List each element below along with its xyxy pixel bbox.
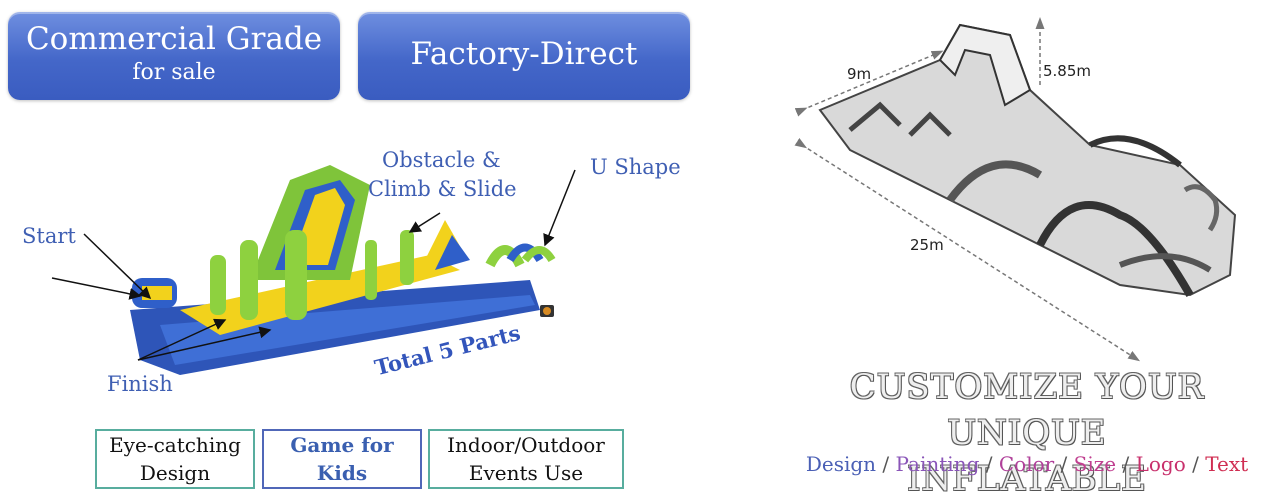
option-painting: Painting	[895, 452, 980, 476]
option-text: Text	[1205, 452, 1249, 476]
feature-label: Indoor/Outdoor Events Use	[447, 433, 605, 485]
start-arrow-2	[51, 277, 142, 300]
customize-line-2: INFLATABLE	[907, 459, 1147, 499]
obstacle-callout-line2: Climb & Slide	[368, 177, 517, 201]
u-shape-callout: U Shape	[590, 155, 681, 179]
callout-arrows	[51, 169, 576, 361]
obstacle-course-photo	[130, 165, 556, 375]
option-logo: Logo	[1135, 452, 1186, 476]
option-separator: /	[876, 452, 896, 476]
feature-label: Eye-catching Design	[109, 433, 241, 485]
u-shape-arrow	[543, 169, 576, 247]
factory-direct-banner: Factory-Direct	[358, 12, 690, 100]
option-separator: /	[1054, 452, 1074, 476]
option-separator: /	[979, 452, 999, 476]
commercial-grade-banner: Commercial Grade for sale	[8, 12, 340, 100]
length-dimension-label: 25m	[910, 236, 944, 254]
customize-line-1: CUSTOMIZE YOUR UNIQUE	[849, 367, 1205, 453]
obstacle-callout-line1: Obstacle &	[382, 148, 501, 172]
feature-indoor-outdoor: Indoor/Outdoor Events Use	[428, 429, 624, 489]
start-callout: Start	[22, 224, 76, 248]
banner-subtitle: for sale	[132, 60, 216, 85]
customize-headline: CUSTOMIZE YOUR UNIQUE INFLATABLE	[786, 364, 1268, 502]
start-arrow-1	[83, 233, 152, 300]
option-size: Size	[1073, 452, 1117, 476]
option-separator: /	[1116, 452, 1136, 476]
obstacle-arrow	[408, 212, 441, 233]
feature-eye-catching: Eye-catching Design	[95, 429, 255, 489]
feature-game-for-kids: Game for Kids	[262, 429, 422, 489]
finish-arrow-1	[137, 318, 227, 361]
option-design: Design	[805, 452, 877, 476]
option-color: Color	[998, 452, 1055, 476]
finish-callout: Finish	[107, 372, 173, 396]
feature-label: Game for Kids	[290, 433, 394, 485]
customization-options: Design / Painting / Color / Size / Logo …	[786, 452, 1268, 476]
dimension-illustration	[794, 17, 1237, 362]
height-dimension-label: 5.85m	[1043, 62, 1092, 80]
option-separator: /	[1185, 452, 1206, 476]
banner-title: Commercial Grade	[25, 21, 323, 57]
width-dimension-label: 9m	[847, 65, 872, 83]
banner-title: Factory-Direct	[410, 36, 638, 72]
finish-arrow-2	[137, 326, 272, 361]
